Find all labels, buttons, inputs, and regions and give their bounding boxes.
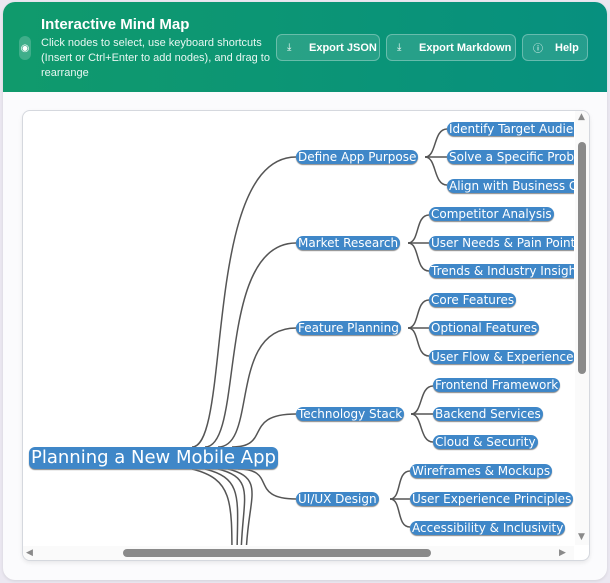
export-json-label: Export JSON xyxy=(309,41,377,54)
branch-node[interactable]: Feature Planning xyxy=(296,321,401,335)
vertical-scroll-thumb[interactable] xyxy=(578,142,586,374)
leaf-node[interactable]: Trends & Industry Insights xyxy=(429,264,574,278)
branch-link xyxy=(407,327,430,357)
scroll-down-icon[interactable]: ▼ xyxy=(578,532,585,542)
download-icon: ⤓ xyxy=(397,42,402,53)
help-circle-icon: ⓘ xyxy=(533,44,543,55)
leaf-node[interactable]: Frontend Framework xyxy=(433,378,561,392)
root-node[interactable]: Planning a New Mobile App xyxy=(29,447,278,469)
leaf-node[interactable]: User Flow & Experience xyxy=(429,350,574,364)
app-subtitle: Click nodes to select, use keyboard shor… xyxy=(41,37,270,79)
branch-link xyxy=(410,385,434,415)
leaf-node[interactable]: Backend Services xyxy=(433,407,543,421)
help-label: Help xyxy=(555,41,579,54)
branch-node[interactable]: Technology Stack xyxy=(296,407,405,421)
branch-node[interactable]: UI/UX Design xyxy=(296,492,379,506)
leaf-node[interactable]: User Experience Principles xyxy=(410,492,574,506)
branch-link xyxy=(407,214,430,244)
scroll-left-icon[interactable]: ◀ xyxy=(26,548,33,558)
branch-node[interactable]: Define App Purpose xyxy=(296,150,419,164)
scroll-right-icon[interactable]: ▶ xyxy=(559,548,566,558)
horizontal-scrollbar[interactable]: ◀ ▶ xyxy=(23,546,574,560)
root-link xyxy=(191,156,297,448)
mindmap-links xyxy=(191,128,448,545)
leaf-node[interactable]: Wireframes & Mockups xyxy=(410,464,553,478)
header: ◉ Interactive Mind Map Click nodes to se… xyxy=(3,2,607,92)
leaf-node[interactable]: Cloud & Security xyxy=(433,435,538,449)
leaf-node[interactable]: Accessibility & Inclusivity xyxy=(410,521,566,535)
scroll-up-icon[interactable]: ▲ xyxy=(578,112,585,122)
leaf-node[interactable]: Align with Business Goals xyxy=(447,179,574,193)
branch-link xyxy=(389,498,411,528)
help-button[interactable]: ⓘ Help xyxy=(522,34,588,61)
leaf-node[interactable]: User Needs & Pain Points xyxy=(429,236,574,250)
leaf-node[interactable]: Core Features xyxy=(429,293,517,307)
branch-link xyxy=(407,299,430,329)
leaf-node[interactable]: Identify Target Audience xyxy=(447,122,574,136)
download-icon: ⤓ xyxy=(287,42,292,53)
root-link xyxy=(231,413,297,448)
root-link xyxy=(204,242,297,448)
root-link xyxy=(237,468,297,500)
brain-icon: ◉ xyxy=(19,36,31,60)
export-markdown-label: Export Markdown xyxy=(419,41,512,54)
leaf-node[interactable]: Competitor Analysis xyxy=(429,207,554,221)
mindmap-canvas[interactable]: Planning a New Mobile App Define App Purp… xyxy=(22,110,590,561)
root-link xyxy=(217,327,297,448)
mindmap-viewport[interactable]: Planning a New Mobile App Define App Purp… xyxy=(23,111,574,545)
horizontal-scroll-thumb[interactable] xyxy=(123,549,431,557)
branch-link xyxy=(410,413,434,443)
leaf-node[interactable]: Solve a Specific Problem xyxy=(447,150,574,164)
root-link xyxy=(191,468,233,545)
branch-link xyxy=(407,242,430,272)
root-link xyxy=(227,468,253,545)
root-link xyxy=(204,468,239,545)
branch-node[interactable]: Market Research xyxy=(296,236,401,250)
branch-link xyxy=(424,156,448,186)
export-json-button[interactable]: ⤓ Export JSON xyxy=(276,34,380,61)
branch-link xyxy=(424,128,448,158)
app-title: Interactive Mind Map xyxy=(41,16,190,33)
export-markdown-button[interactable]: ⤓ Export Markdown xyxy=(386,34,516,61)
branch-link xyxy=(389,470,411,500)
leaf-node[interactable]: Optional Features xyxy=(429,321,540,335)
vertical-scrollbar[interactable]: ▲ ▼ xyxy=(575,111,589,545)
root-link xyxy=(217,468,246,545)
